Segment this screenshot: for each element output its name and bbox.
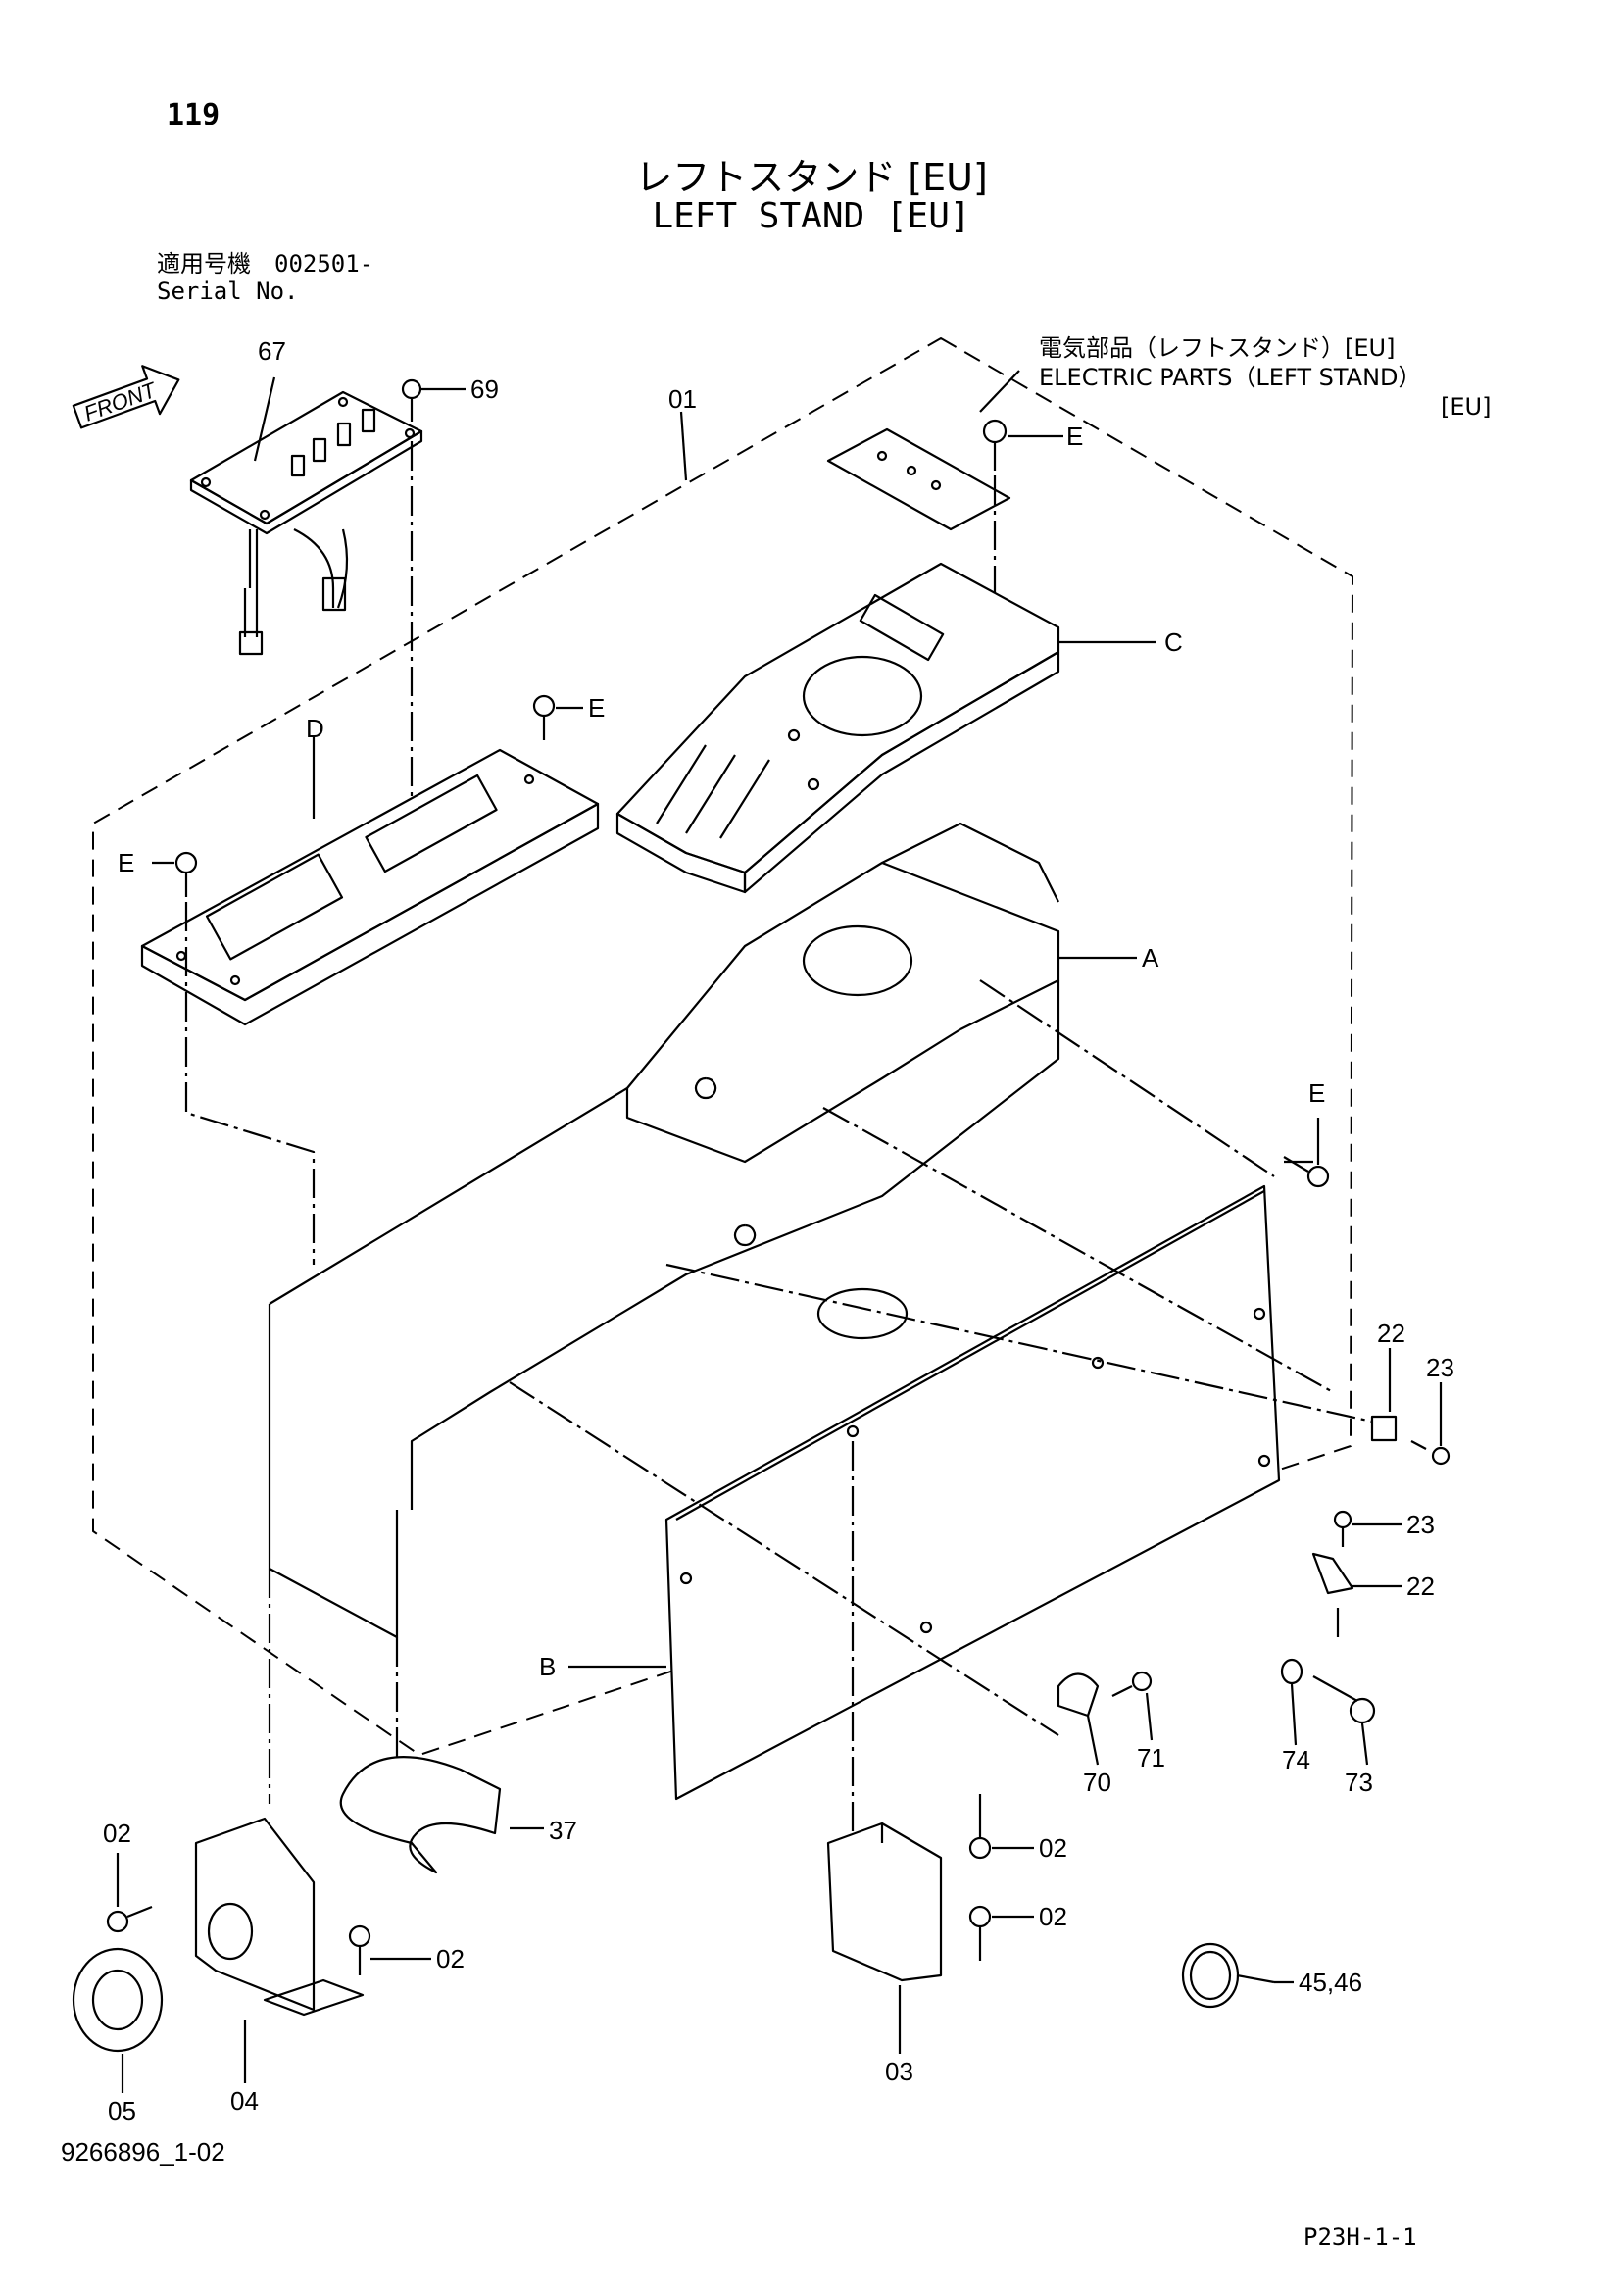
label-23b: 23 bbox=[1406, 1510, 1435, 1539]
label-05: 05 bbox=[108, 2096, 136, 2125]
label-70: 70 bbox=[1083, 1768, 1111, 1797]
serial-en: Serial No. bbox=[157, 277, 299, 305]
bracket-04 bbox=[194, 1817, 365, 2017]
screw-23b bbox=[1333, 1510, 1352, 1547]
electric-parts-note: 電気部品（レフトスタンド）[EU] ELECTRIC PARTS（LEFT ST… bbox=[1039, 333, 1491, 422]
clip-22b bbox=[1311, 1552, 1354, 1595]
label-45-46: 45,46 bbox=[1299, 1968, 1363, 1997]
cover-c bbox=[615, 562, 1060, 894]
page-number: 119 bbox=[167, 98, 221, 132]
label-23a: 23 bbox=[1426, 1353, 1454, 1382]
electric-parts-en: ELECTRIC PARTS（LEFT STAND） bbox=[1039, 364, 1422, 391]
screw-71 bbox=[1111, 1671, 1153, 1697]
bolt-e-mid bbox=[532, 694, 556, 740]
label-e-mid: E bbox=[588, 693, 606, 723]
grommet-37 bbox=[339, 1756, 544, 1874]
serial-jp: 適用号機 002501- bbox=[157, 250, 374, 277]
assembly-boundary bbox=[92, 337, 1353, 1756]
label-37: 37 bbox=[549, 1816, 577, 1845]
washer-74 bbox=[1280, 1658, 1303, 1685]
screw-23a bbox=[1410, 1440, 1451, 1466]
label-74: 74 bbox=[1282, 1745, 1310, 1774]
title-japanese: レフトスタンド [EU] bbox=[635, 156, 988, 199]
label-02a: 02 bbox=[103, 1819, 131, 1848]
stand-a bbox=[268, 822, 1060, 1639]
bolt-02c bbox=[968, 1794, 992, 1860]
drawing-number: 9266896_1-02 bbox=[61, 2137, 225, 2167]
label-73: 73 bbox=[1345, 1768, 1373, 1797]
cover-d bbox=[140, 748, 600, 1026]
front-label: FRONT bbox=[80, 377, 160, 426]
label-a: A bbox=[1142, 943, 1159, 973]
electric-plate bbox=[826, 427, 1011, 531]
label-69: 69 bbox=[470, 374, 499, 404]
hose-clamp-45-46 bbox=[1181, 1942, 1275, 2009]
title-english: LEFT STAND [EU] bbox=[652, 196, 971, 236]
bolt-e-top bbox=[982, 419, 1008, 471]
switch-panel-67 bbox=[189, 390, 423, 656]
front-arrow-icon: FRONT bbox=[72, 365, 180, 429]
label-d: D bbox=[306, 714, 324, 743]
label-67: 67 bbox=[258, 336, 286, 366]
side-panel-b bbox=[664, 1184, 1281, 1801]
bolt-73 bbox=[1312, 1675, 1376, 1724]
serial-info: 適用号機 002501- Serial No. bbox=[157, 250, 373, 305]
seal-05 bbox=[72, 1947, 164, 2053]
label-04: 04 bbox=[230, 2086, 259, 2116]
electric-parts-suffix: [EU] bbox=[1441, 393, 1492, 421]
screw-69 bbox=[401, 378, 422, 422]
electric-parts-jp: 電気部品（レフトスタンド）[EU] bbox=[1039, 334, 1396, 362]
label-02b: 02 bbox=[436, 1944, 465, 1973]
label-c: C bbox=[1164, 627, 1183, 657]
bolt-e-right bbox=[1283, 1156, 1330, 1188]
bolt-02a bbox=[106, 1905, 153, 1933]
label-02c: 02 bbox=[1039, 1833, 1067, 1863]
label-03: 03 bbox=[885, 2057, 913, 2086]
label-71: 71 bbox=[1137, 1743, 1165, 1772]
clamp-70 bbox=[1057, 1672, 1100, 1718]
label-e-top: E bbox=[1066, 422, 1084, 451]
label-01: 01 bbox=[668, 384, 697, 414]
clip-22a bbox=[1370, 1415, 1398, 1442]
label-02d: 02 bbox=[1039, 1902, 1067, 1931]
bracket-03 bbox=[826, 1822, 943, 1982]
label-e-right: E bbox=[1308, 1078, 1326, 1108]
page-code: P23H-1-1 bbox=[1303, 2223, 1417, 2251]
label-22b: 22 bbox=[1406, 1572, 1435, 1601]
label-e-left: E bbox=[118, 848, 135, 877]
label-b: B bbox=[539, 1652, 557, 1681]
label-22a: 22 bbox=[1377, 1319, 1405, 1348]
bolt-02b bbox=[348, 1924, 371, 1975]
bolt-e-left bbox=[174, 851, 198, 897]
bolt-02d bbox=[968, 1905, 992, 1961]
